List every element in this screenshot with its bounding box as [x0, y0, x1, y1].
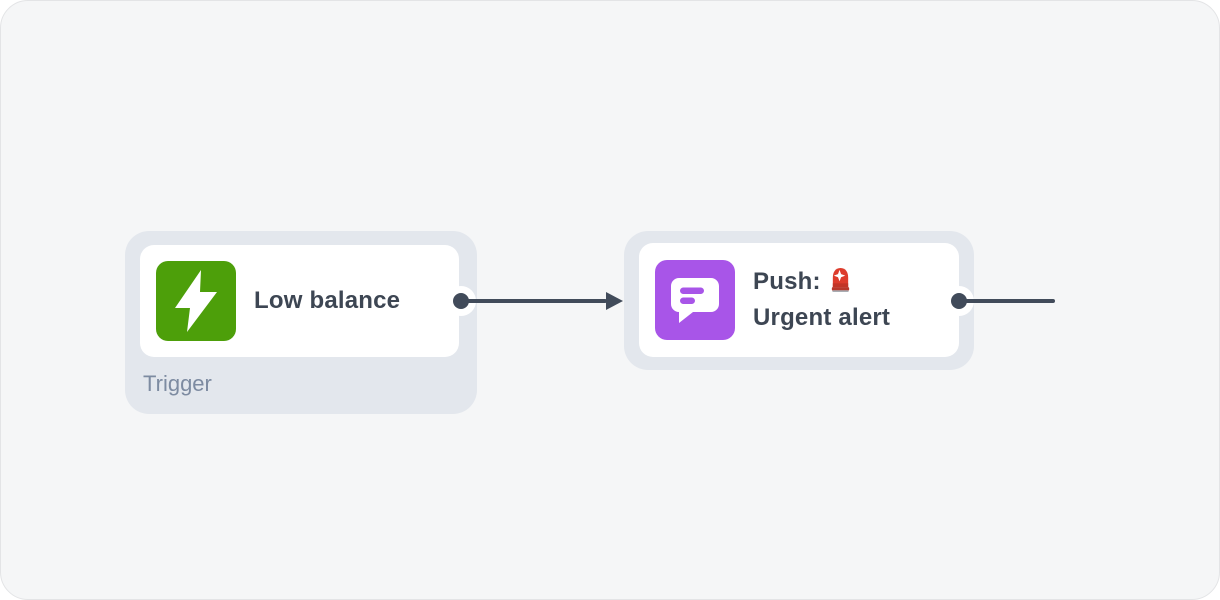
push-action-node-title: Push: Urgent alert — [753, 266, 890, 334]
push-action-node-card[interactable]: Push: Urgent alert — [639, 243, 959, 357]
workflow-node-push-action[interactable]: Push: Urgent alert — [624, 231, 974, 370]
workflow-node-trigger[interactable]: Low balance Trigger — [125, 231, 477, 414]
rotating-light-emoji — [829, 266, 852, 302]
trigger-node-title: Low balance — [254, 287, 401, 314]
chat-message-icon — [655, 260, 735, 340]
connector-arrowhead — [606, 292, 623, 310]
trigger-type-label: Trigger — [143, 371, 212, 396]
push-title-prefix: Push: — [753, 268, 821, 295]
trigger-node-card[interactable]: Low balance — [140, 245, 459, 357]
connector-line-action-output — [959, 299, 1055, 303]
lightning-bolt-icon — [156, 261, 236, 341]
push-title-line2: Urgent alert — [753, 304, 891, 331]
connector-line-trigger-to-action — [461, 299, 607, 303]
